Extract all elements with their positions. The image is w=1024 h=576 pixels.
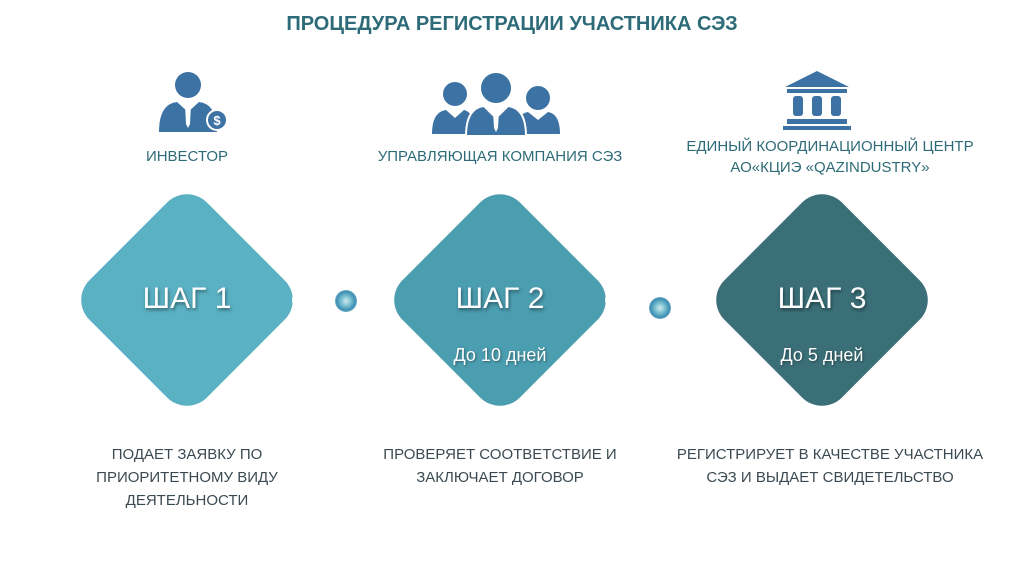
page-title: ПРОЦЕДУРА РЕГИСТРАЦИИ УЧАСТНИКА СЭЗ	[286, 13, 738, 35]
desc-line: СЭЗ И ВЫДАЕТ СВИДЕТЕЛЬСТВО	[706, 469, 954, 486]
role-line: ЕДИНЫЙ КООРДИНАЦИОННЫЙ ЦЕНТР	[686, 138, 974, 155]
team-icon	[432, 71, 560, 136]
desc-line: ПРОВЕРЯЕТ СООТВЕТСТВИЕ И	[383, 446, 617, 463]
step-3-duration: До 5 дней	[780, 345, 864, 365]
role-coordination-center: ЕДИНЫЙ КООРДИНАЦИОННЫЙ ЦЕНТР АО«КЦИЭ «QA…	[660, 136, 1000, 178]
step-3-description: РЕГИСТРИРУЕТ В КАЧЕСТВЕ УЧАСТНИКА СЭЗ И …	[650, 443, 1010, 489]
step-2-description: ПРОВЕРЯЕТ СООТВЕТСТВИЕ И ЗАКЛЮЧАЕТ ДОГОВ…	[335, 443, 665, 489]
step-1-description: ПОДАЕТ ЗАЯВКУ ПО ПРИОРИТЕТНОМУ ВИДУ ДЕЯТ…	[37, 443, 337, 512]
desc-line: ДЕЯТЕЛЬНОСТИ	[125, 492, 249, 509]
bank-icon	[783, 71, 851, 130]
step-1-label: ШАГ 1	[142, 282, 232, 315]
desc-line: ПОДАЕТ ЗАЯВКУ ПО	[111, 446, 263, 463]
role-line: АО«КЦИЭ «QAZINDUSTRY»	[730, 159, 930, 176]
desc-line: ЗАКЛЮЧАЕТ ДОГОВОР	[416, 469, 584, 486]
desc-line: ПРИОРИТЕТНОМУ ВИДУ	[96, 469, 278, 486]
desc-line: РЕГИСТРИРУЕТ В КАЧЕСТВЕ УЧАСТНИКА	[676, 446, 984, 463]
role-investor: ИНВЕСТОР	[145, 148, 229, 165]
connector-dot	[649, 297, 671, 319]
role-management-company: УПРАВЛЯЮЩАЯ КОМПАНИЯ СЭЗ	[377, 148, 623, 165]
investor-icon: $	[159, 72, 228, 132]
notch	[605, 289, 627, 311]
notch	[292, 289, 314, 311]
step-3-label: ШАГ 3	[777, 282, 867, 315]
step-2-label: ШАГ 2	[455, 282, 545, 315]
svg-text:$: $	[213, 113, 221, 128]
step-2-duration: До 10 дней	[453, 345, 547, 365]
connector-dot	[335, 290, 357, 312]
